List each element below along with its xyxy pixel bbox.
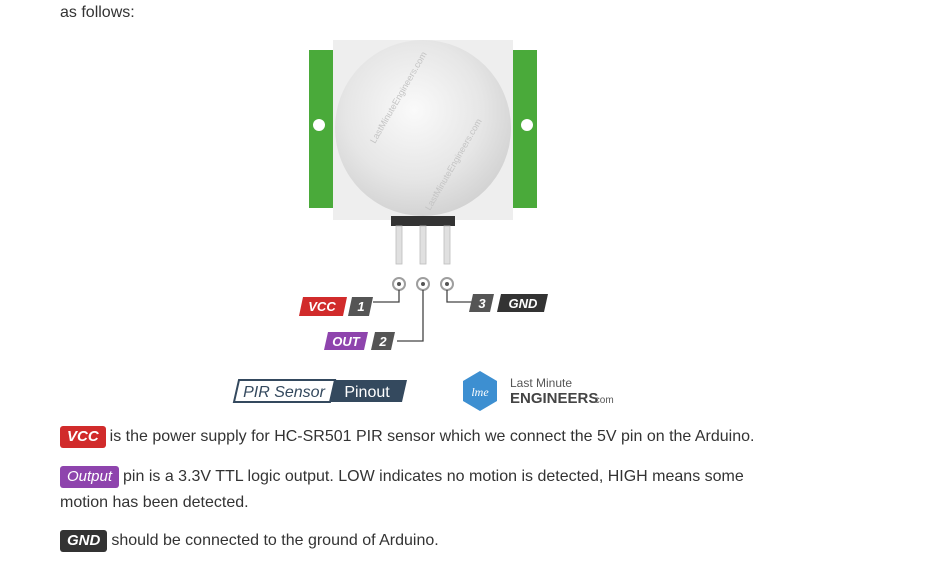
label-num-3-bg xyxy=(469,294,494,312)
lme-logo-mark: lme xyxy=(471,385,489,399)
lme-logo-top: Last Minute xyxy=(510,376,572,390)
leader-line-1 xyxy=(373,290,400,303)
label-num-2-bg xyxy=(371,332,395,350)
pir-pinout-figure: LastMinuteEngineers.com LastMinuteEngine… xyxy=(225,36,645,411)
vcc-badge: VCC xyxy=(60,426,106,448)
label-gnd-bg xyxy=(497,294,548,312)
lme-logo-main: ENGINEERS xyxy=(510,390,598,407)
leader-line-2 xyxy=(397,290,424,342)
mount-hole-left xyxy=(313,119,325,131)
pin-header-base xyxy=(391,216,455,226)
pin-leg-2 xyxy=(419,225,427,265)
label-num-2: 2 xyxy=(378,334,387,349)
lme-logo: lme Last Minute ENGINEERS .com xyxy=(463,371,614,411)
label-num-3: 3 xyxy=(478,296,486,311)
title-right: Pinout xyxy=(344,384,390,401)
label-out: OUT xyxy=(332,334,361,349)
title-right-box xyxy=(330,380,407,402)
mount-hole-right xyxy=(521,119,533,131)
lme-logo-icon xyxy=(463,371,497,411)
label-num-1-bg xyxy=(348,297,373,316)
gnd-description-text: should be connected to the ground of Ard… xyxy=(111,532,439,549)
label-num-1: 1 xyxy=(357,299,364,314)
vcc-description-text: is the power supply for HC-SR501 PIR sen… xyxy=(109,428,755,445)
pin-leg-3 xyxy=(443,225,451,265)
label-gnd: GND xyxy=(509,296,539,311)
pin-leg-1 xyxy=(395,225,403,265)
output-description-text: pin is a 3.3V TTL logic output. LOW indi… xyxy=(60,468,744,511)
label-vcc: VCC xyxy=(308,299,336,314)
title-left: PIR Sensor xyxy=(243,384,325,401)
intro-text: as follows: xyxy=(60,4,135,21)
fresnel-lens xyxy=(335,40,511,216)
lme-logo-suffix: .com xyxy=(592,395,614,406)
label-out-bg xyxy=(324,332,368,350)
output-badge: Output xyxy=(60,466,120,488)
pir-pinout-diagram: LastMinuteEngineers.com LastMinuteEngine… xyxy=(232,40,614,411)
leader-line-3 xyxy=(446,290,473,303)
gnd-badge: GND xyxy=(60,530,108,552)
label-vcc-bg xyxy=(299,297,347,316)
